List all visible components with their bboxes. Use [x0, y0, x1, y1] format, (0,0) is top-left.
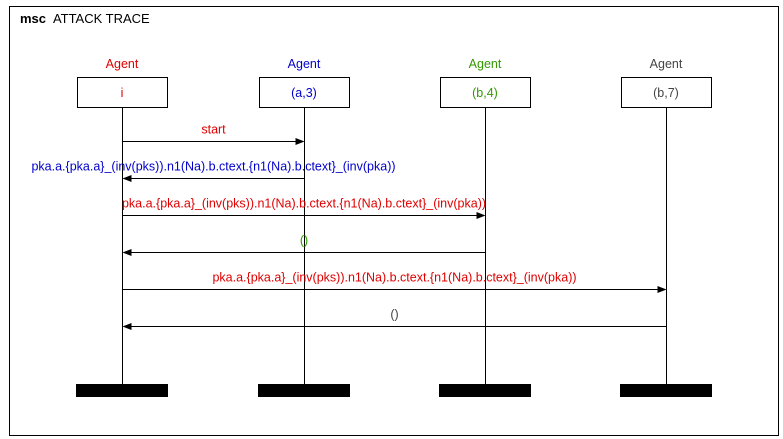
agent-id-label: (b,4) — [472, 86, 498, 100]
message-label: start — [201, 123, 226, 137]
message-arrowhead — [295, 138, 305, 145]
agent-kind-label: Agent — [650, 57, 683, 71]
lifeline-end-bar — [439, 384, 531, 397]
frame-keyword: msc — [20, 11, 46, 26]
agent-id-label: i — [121, 86, 124, 100]
message-label: pka.a.{pka.a}_(inv(pks)).n1(Na).b.ctext.… — [122, 197, 486, 211]
message-arrowhead — [122, 249, 132, 256]
agent-box — [440, 77, 531, 108]
lifeline-3: Agent (b,7) — [620, 57, 712, 397]
frame-border — [9, 6, 779, 436]
lifeline-end-bar — [76, 384, 168, 397]
agent-id-label: (b,7) — [653, 86, 679, 100]
message-4: pka.a.{pka.a}_(inv(pks)).n1(Na).b.ctext.… — [122, 271, 667, 293]
message-0: start — [122, 123, 305, 145]
lifeline-end-bar — [620, 384, 712, 397]
message-3: () — [122, 234, 486, 256]
message-arrowhead — [122, 323, 132, 330]
agent-kind-label: Agent — [288, 57, 321, 71]
lifeline-2: Agent (b,4) — [439, 57, 531, 397]
messages: start pka.a.{pka.a}_(inv(pks)).n1(Na).b.c… — [31, 123, 667, 330]
message-label: pka.a.{pka.a}_(inv(pks)).n1(Na).b.ctext.… — [212, 271, 576, 285]
frame-title: msc ATTACK TRACE — [20, 11, 150, 26]
agent-id-label: (a,3) — [291, 86, 317, 100]
message-label: pka.a.{pka.a}_(inv(pks)).n1(Na).b.ctext.… — [31, 160, 395, 174]
lifeline-0: Agent i — [76, 57, 168, 397]
message-arrowhead — [657, 286, 667, 293]
lifeline-1: Agent (a,3) — [258, 57, 350, 397]
agent-kind-label: Agent — [469, 57, 502, 71]
lifeline-end-bar — [258, 384, 350, 397]
message-2: pka.a.{pka.a}_(inv(pks)).n1(Na).b.ctext.… — [122, 197, 486, 219]
message-1: pka.a.{pka.a}_(inv(pks)).n1(Na).b.ctext.… — [31, 160, 396, 182]
lifelines: Agent i Agent (a,3) Agent (b,4) Agent (b,7) — [76, 57, 712, 397]
message-arrowhead — [476, 212, 486, 219]
message-label: () — [300, 234, 308, 248]
frame-title-text: ATTACK TRACE — [53, 11, 150, 26]
agent-kind-label: Agent — [106, 57, 139, 71]
message-label: () — [390, 308, 398, 322]
message-5: () — [122, 308, 667, 330]
agent-box — [259, 77, 350, 108]
message-arrowhead — [122, 175, 132, 182]
